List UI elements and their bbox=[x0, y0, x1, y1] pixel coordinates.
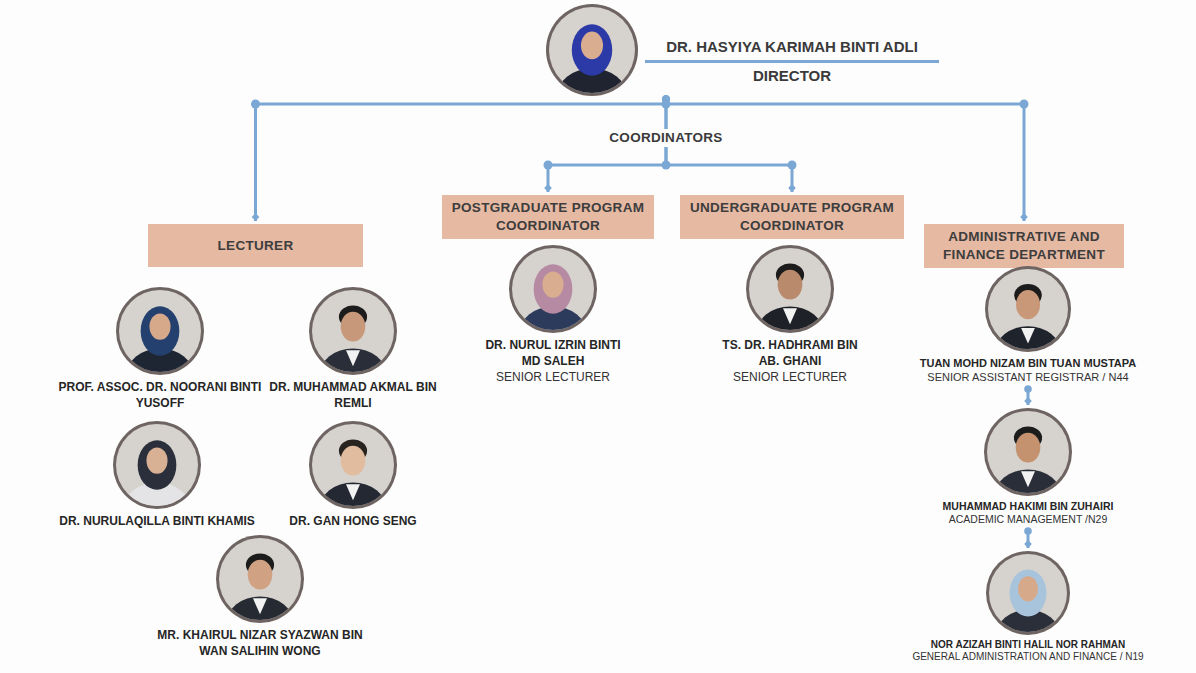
director-name: DR. HASYIYA KARIMAH BINTI ADLI bbox=[645, 38, 939, 63]
group-title: ADMINISTRATIVE AND FINANCE DEPARTMENT bbox=[930, 228, 1118, 264]
photo-ground bbox=[987, 411, 1069, 493]
face-shape bbox=[341, 312, 366, 342]
face-shape bbox=[542, 271, 563, 297]
hijab-shape bbox=[534, 264, 573, 313]
shirt-shape bbox=[346, 484, 360, 500]
shirt-shape bbox=[1021, 328, 1035, 343]
hijab-shape bbox=[141, 306, 180, 355]
body-shape bbox=[995, 470, 1062, 496]
job-title: SENIOR LECTURER bbox=[478, 369, 628, 385]
body-shape bbox=[995, 326, 1060, 352]
group-box: ADMINISTRATIVE AND FINANCE DEPARTMENT bbox=[924, 224, 1124, 268]
face-shape bbox=[778, 270, 803, 300]
body-shape bbox=[227, 597, 294, 623]
photo-ring bbox=[985, 266, 1071, 352]
photo-ground bbox=[988, 269, 1068, 349]
photo-placeholder bbox=[309, 421, 397, 509]
job-title: SENIOR ASSISTANT REGISTRAR / N44 bbox=[896, 370, 1160, 384]
photo-placeholder bbox=[746, 245, 834, 333]
group-box: POSTGRADUATE PROGRAM COORDINATOR bbox=[442, 195, 654, 239]
person-name: DR. GAN HONG SENG bbox=[278, 513, 428, 529]
group-title: POSTGRADUATE PROGRAM COORDINATOR bbox=[448, 199, 648, 235]
staff-member: NOR AZIZAH BINTI HALIL NOR RAHMANGENERAL… bbox=[893, 551, 1163, 663]
junction-dot bbox=[788, 161, 797, 170]
group-box: LECTURER bbox=[148, 224, 363, 267]
face-shape bbox=[149, 313, 170, 339]
body-shape bbox=[320, 483, 387, 509]
staff-member: DR. NURULAQILLA BINTI KHAMIS bbox=[32, 421, 282, 529]
photo-placeholder bbox=[986, 551, 1070, 635]
junction-dot bbox=[662, 100, 671, 109]
face-shape bbox=[1018, 576, 1038, 601]
shirt-shape bbox=[253, 598, 267, 614]
hijab-shape bbox=[1010, 569, 1047, 616]
person-name: DR. MUHAMMAD AKMAL BIN REMLI bbox=[263, 379, 443, 411]
director-title: DIRECTOR bbox=[645, 67, 939, 85]
photo-placeholder bbox=[985, 266, 1071, 352]
face-shape bbox=[341, 446, 366, 476]
job-title: ACADEMIC MANAGEMENT /N29 bbox=[913, 513, 1143, 526]
face-shape bbox=[581, 32, 603, 60]
photo-placeholder bbox=[309, 287, 397, 375]
connector bbox=[1027, 531, 1030, 548]
photo-ring bbox=[746, 245, 834, 333]
person-name: DR. NURUL IZRIN BINTI MD SALEH bbox=[478, 337, 628, 369]
face-shape bbox=[146, 447, 167, 473]
staff-member: TUAN MOHD NIZAM BIN TUAN MUSTAPASENIOR A… bbox=[896, 266, 1160, 384]
photo-ring bbox=[984, 408, 1072, 496]
person-name: TUAN MOHD NIZAM BIN TUAN MUSTAPA bbox=[896, 356, 1160, 370]
job-title: SENIOR LECTURER bbox=[715, 369, 865, 385]
photo-ring bbox=[216, 535, 304, 623]
photo-ground bbox=[312, 290, 394, 372]
photo-placeholder bbox=[116, 287, 204, 375]
face-shape bbox=[1016, 290, 1040, 319]
connector bbox=[1027, 389, 1030, 405]
junction-dot bbox=[251, 100, 260, 109]
body-shape bbox=[757, 307, 824, 333]
staff-member: DR. GAN HONG SENG bbox=[278, 421, 428, 529]
shirt-shape bbox=[346, 350, 360, 366]
photo-ground bbox=[312, 424, 394, 506]
staff-member: MR. KHAIRUL NIZAR SYAZWAN BIN WAN SALIHI… bbox=[145, 535, 375, 659]
job-title: GENERAL ADMINISTRATION AND FINANCE / N19 bbox=[893, 651, 1163, 663]
staff-member: PROF. ASSOC. DR. NOORANI BINTI YUSOFF bbox=[55, 287, 265, 411]
staff-member: DR. NURUL IZRIN BINTI MD SALEHSENIOR LEC… bbox=[478, 245, 628, 385]
junction-dot bbox=[544, 161, 553, 170]
group-title: LECTURER bbox=[218, 237, 294, 255]
photo-placeholder bbox=[216, 535, 304, 623]
junction-label: COORDINATORS bbox=[605, 129, 726, 147]
person-name: DR. NURULAQILLA BINTI KHAMIS bbox=[32, 513, 282, 529]
photo-placeholder bbox=[984, 408, 1072, 496]
staff-member: TS. DR. HADHRAMI BIN AB. GHANISENIOR LEC… bbox=[715, 245, 865, 385]
person-name: TS. DR. HADHRAMI BIN AB. GHANI bbox=[715, 337, 865, 369]
staff-member: MUHAMMAD HAKIMI BIN ZUHAIRIACADEMIC MANA… bbox=[913, 408, 1143, 526]
face-shape bbox=[248, 560, 273, 590]
photo-ground bbox=[749, 248, 831, 330]
person-name: NOR AZIZAH BINTI HALIL NOR RAHMAN bbox=[893, 639, 1163, 651]
body-shape bbox=[320, 349, 387, 375]
photo-placeholder bbox=[113, 421, 201, 509]
person-name: MUHAMMAD HAKIMI BIN ZUHAIRI bbox=[913, 500, 1143, 513]
photo-ring bbox=[309, 287, 397, 375]
director-node: DR. HASYIYA KARIMAH BINTI ADLI DIRECTOR bbox=[546, 4, 942, 96]
shirt-shape bbox=[783, 308, 797, 324]
group-box: UNDERGRADUATE PROGRAM COORDINATOR bbox=[680, 195, 904, 239]
shirt-shape bbox=[1021, 471, 1035, 487]
photo-ground bbox=[219, 538, 301, 620]
hijab-shape bbox=[138, 440, 177, 489]
photo-placeholder bbox=[509, 245, 597, 333]
staff-member: DR. MUHAMMAD AKMAL BIN REMLI bbox=[263, 287, 443, 411]
hijab-shape bbox=[572, 24, 612, 76]
photo-placeholder bbox=[546, 4, 638, 96]
face-shape bbox=[1016, 433, 1041, 463]
person-name: MR. KHAIRUL NIZAR SYAZWAN BIN WAN SALIHI… bbox=[145, 627, 375, 659]
photo-ring bbox=[309, 421, 397, 509]
junction-dot bbox=[662, 161, 671, 170]
junction-dot bbox=[1020, 100, 1029, 109]
person-name: PROF. ASSOC. DR. NOORANI BINTI YUSOFF bbox=[55, 379, 265, 411]
group-title: UNDERGRADUATE PROGRAM COORDINATOR bbox=[686, 199, 898, 235]
